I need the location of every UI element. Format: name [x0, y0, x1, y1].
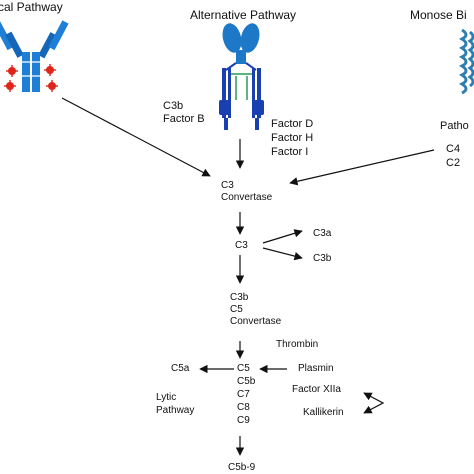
c9-node: C9 — [237, 415, 250, 426]
c3b-arrow — [262, 247, 303, 261]
c3b-input: C3b — [163, 100, 184, 112]
factor-b-input: Factor B — [163, 113, 205, 125]
thrombin-label: Thrombin — [276, 339, 319, 350]
c5-node: C5 — [237, 363, 250, 374]
antibody-icon — [0, 20, 69, 92]
c3-node: C3 — [235, 240, 248, 251]
alternative-pathway-label: Alternative Pathway — [190, 8, 297, 22]
c3a-node: C3a — [313, 228, 332, 239]
lytic-pathway-line2: Pathway — [156, 405, 195, 416]
factor-i-input: Factor I — [271, 146, 309, 158]
c5b-node: C5b — [237, 376, 256, 387]
factor-xiia-kallikerin-arrow — [363, 392, 385, 414]
c7-node: C7 — [237, 389, 250, 400]
c5-convertase-line3: Convertase — [230, 316, 282, 327]
classical-pathway-label: cal Pathway — [0, 0, 63, 14]
plasmin-label: Plasmin — [298, 363, 334, 374]
c8-node: C8 — [237, 402, 250, 413]
kallikerin-label: Kallikerin — [303, 407, 344, 418]
lytic-pathway-line1: Lytic — [156, 392, 177, 403]
lectin-pathway-label: Monose Bi — [410, 8, 467, 22]
c4-input: C4 — [446, 143, 461, 155]
factor-d-input: Factor D — [271, 118, 314, 130]
lectin-arrow — [289, 149, 435, 186]
c5b9-node: C5b-9 — [228, 462, 256, 473]
alternative-receptor-icon — [219, 23, 264, 130]
c3-convertase-line1: C3 — [221, 180, 234, 191]
pathogen-label: Patho — [440, 120, 469, 132]
lectin-icon — [458, 28, 474, 95]
factor-xiia-label: Factor XIIa — [292, 384, 341, 395]
c3b-node: C3b — [313, 253, 332, 264]
c5a-node: C5a — [171, 363, 190, 374]
c5-convertase-line2: C5 — [230, 304, 243, 315]
c5-convertase-line1: C3b — [230, 292, 249, 303]
classical-arrow — [61, 97, 211, 177]
c2-input: C2 — [446, 157, 461, 169]
factor-h-input: Factor H — [271, 132, 314, 144]
c3a-arrow — [262, 229, 303, 244]
c3-convertase-line2: Convertase — [221, 192, 273, 203]
